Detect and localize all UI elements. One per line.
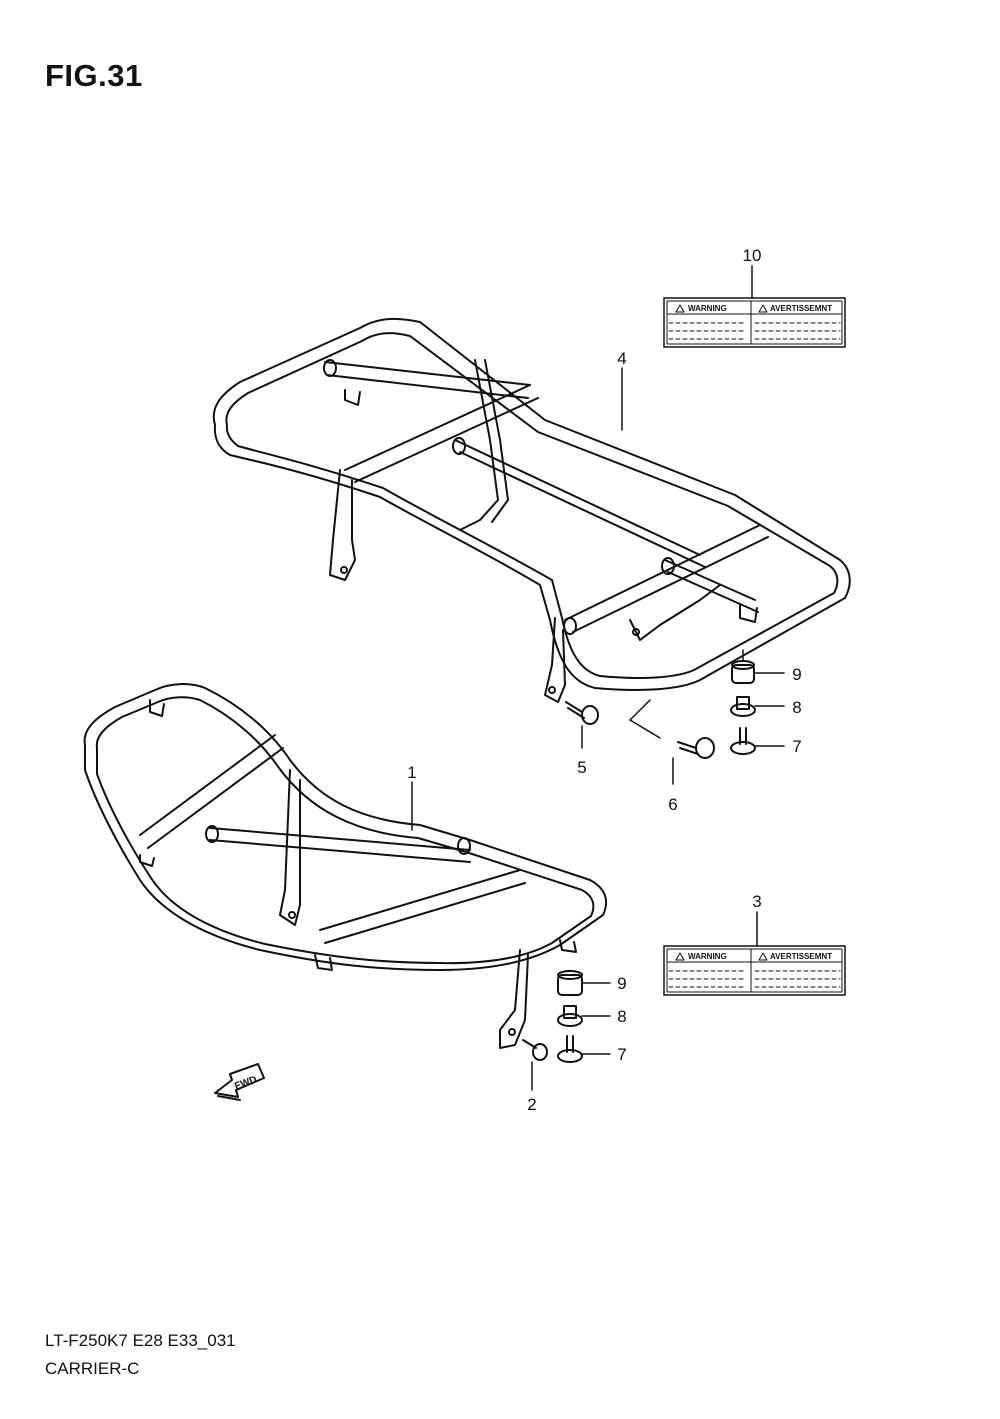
callout-3: 3 [752,892,761,911]
callout-10: 10 [743,246,762,265]
collar-part-8-upper[interactable] [730,696,785,717]
callout-4: 4 [617,349,626,368]
warning-decal-part-3[interactable] [663,945,846,996]
decal-upper-warning-label: WARNING [688,304,727,313]
decal-lower-avertissement-label: AVERTISSEMNT [770,952,832,961]
screw-part-7-upper[interactable] [730,727,785,755]
model-code: LT-F250K7 E28 E33_031 [45,1331,236,1350]
callout-9-upper: 9 [792,665,801,684]
figure-title: FIG.31 [45,58,143,93]
grommet-part-9-upper[interactable] [731,660,785,684]
callout-6: 6 [668,795,677,814]
rear-carrier[interactable] [212,317,851,703]
front-carrier[interactable] [83,683,608,1049]
bolt-part-5[interactable] [565,701,599,749]
section-name: CARRIER-C [45,1359,140,1378]
screw-part-7-lower[interactable] [557,1035,611,1063]
callout-5: 5 [577,758,586,777]
decal-lower-warning-label: WARNING [688,952,727,961]
callout-8-upper: 8 [792,698,801,717]
callout-2: 2 [527,1095,536,1114]
callout-7-lower: 7 [617,1045,626,1064]
callout-9-lower: 9 [617,974,626,993]
fwd-arrow-icon [214,1063,265,1101]
callout-1: 1 [407,763,416,782]
grommet-part-9-lower[interactable] [557,970,611,996]
fwd-label: FWD [233,1074,258,1092]
bolt-part-2[interactable] [522,1039,548,1091]
decal-upper-avertissement-label: AVERTISSEMNT [770,304,832,313]
callout-7-upper: 7 [792,737,801,756]
bolt-part-6[interactable] [629,699,715,785]
callout-8-lower: 8 [617,1007,626,1026]
collar-part-8-lower[interactable] [557,1005,611,1027]
warning-decal-part-10[interactable] [663,297,846,348]
